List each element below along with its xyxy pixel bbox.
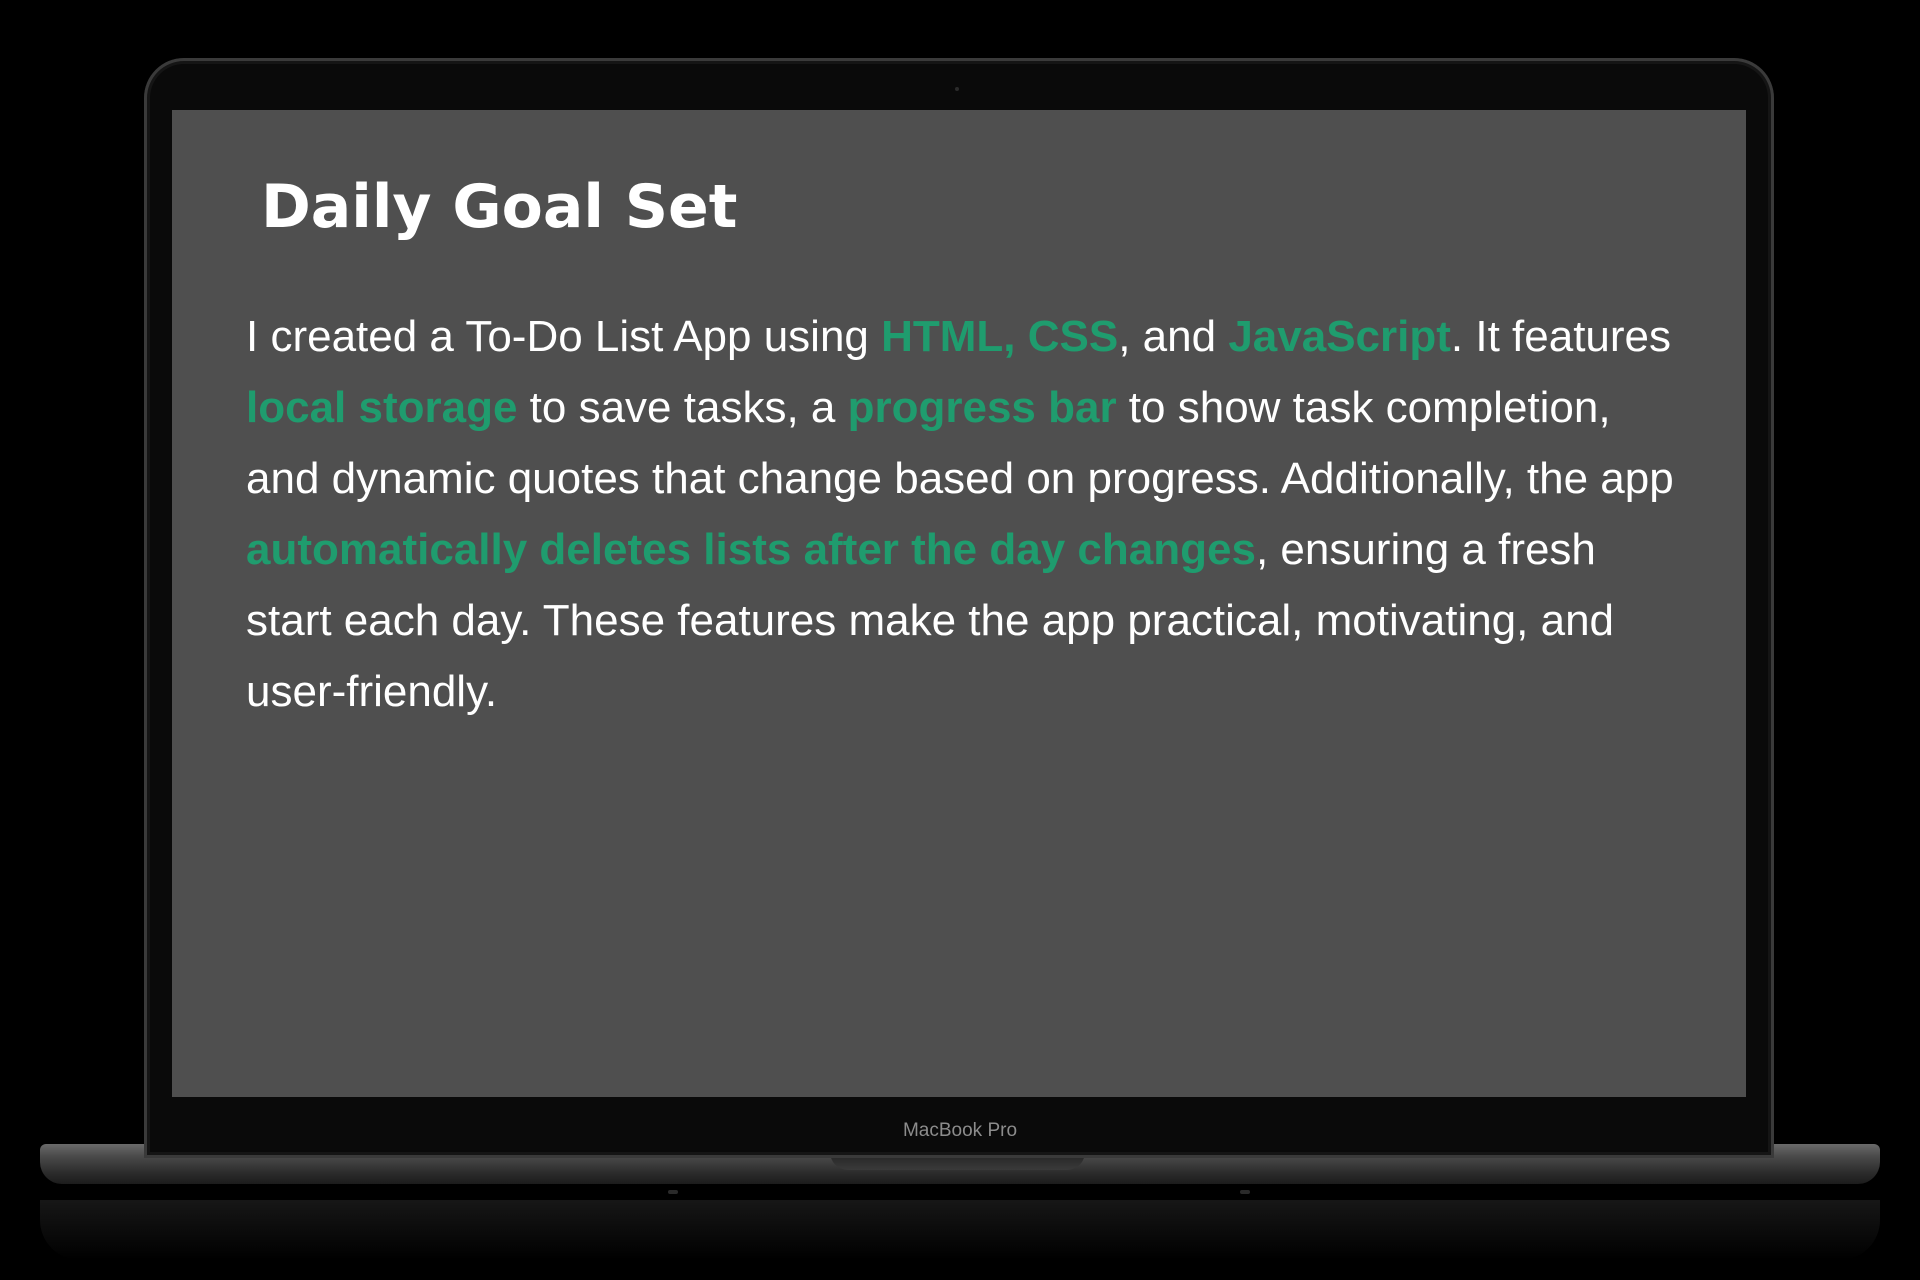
laptop-foot-left [668,1190,678,1194]
paragraph-segment: to save tasks, a [517,383,848,432]
page-title: Daily Goal Set [261,172,738,242]
highlight-javascript: JavaScript [1228,312,1451,361]
paragraph-segment: I created a To-Do List App using [246,312,882,361]
screen [172,110,1746,1097]
highlight-auto-delete: automatically deletes lists after the da… [246,525,1256,574]
paragraph-segment: , ensuring a fresh start each day. These… [246,525,1615,716]
paragraph-segment: , and [1118,312,1229,361]
laptop-foot-right [1240,1190,1250,1194]
description-paragraph: I created a To-Do List App using HTML, C… [246,301,1686,727]
highlight-html-css: HTML, CSS [881,312,1119,361]
paragraph-segment: . It features [1450,312,1672,361]
laptop-reflection [40,1200,1880,1260]
device-label: MacBook Pro [902,1120,1018,1141]
highlight-progress-bar: progress bar [847,383,1117,432]
highlight-local-storage: local storage [246,383,518,432]
paragraph-segment: to show task completion, and dynamic quo… [246,383,1674,503]
camera-icon [955,87,959,91]
